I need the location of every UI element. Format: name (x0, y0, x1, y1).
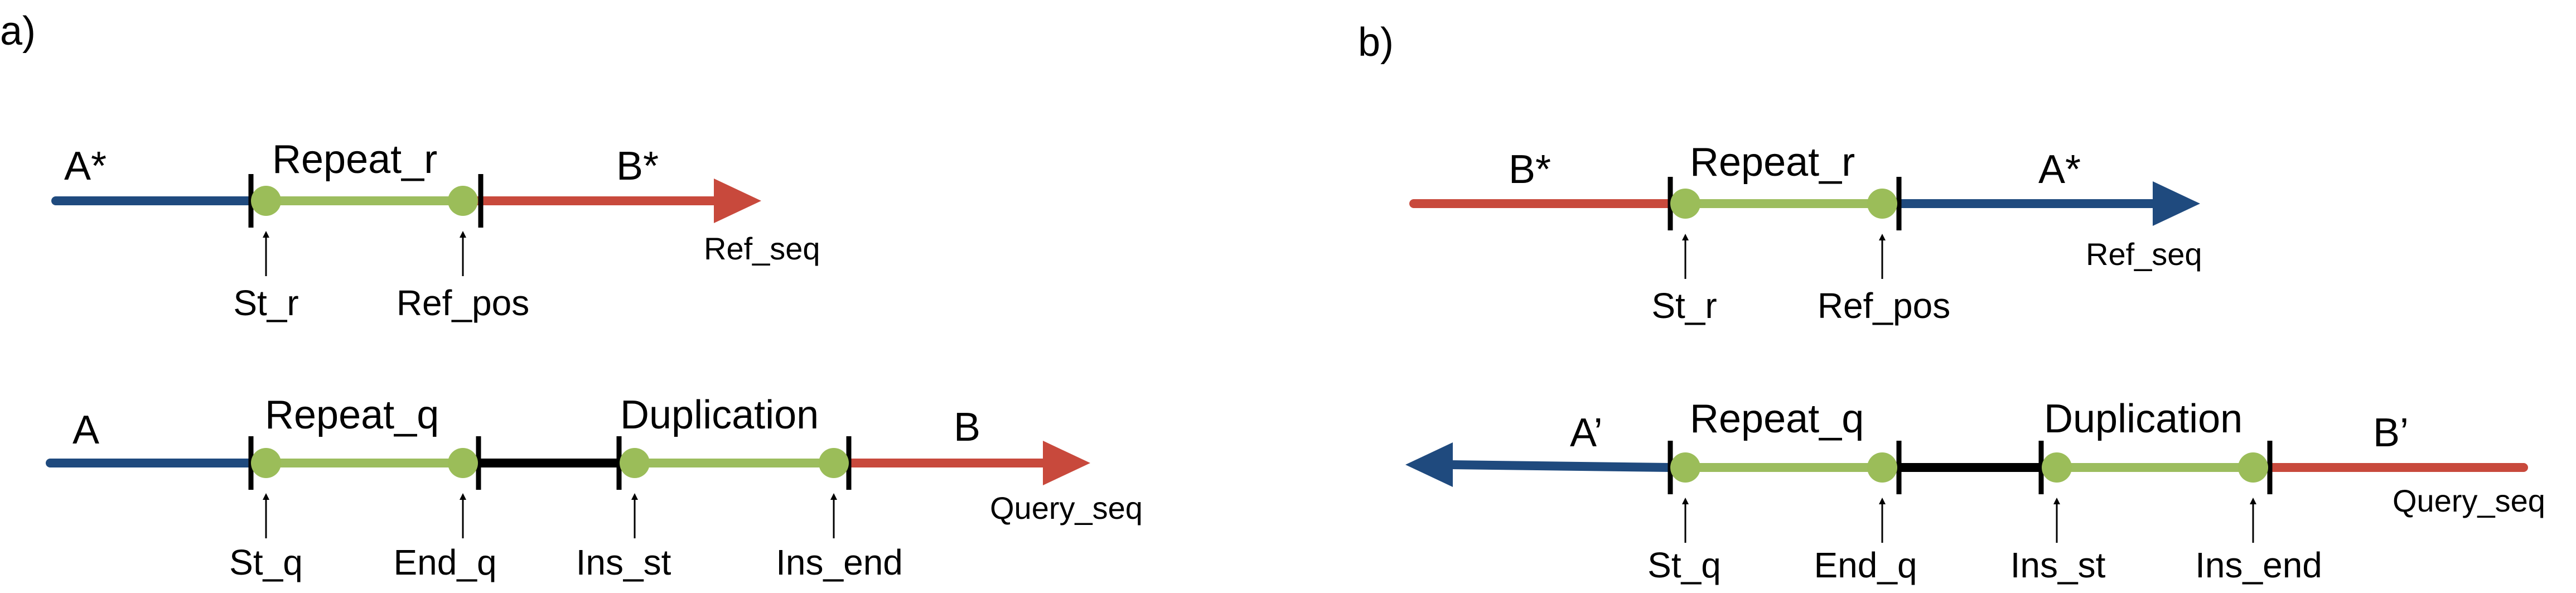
end-q-label: End_q (393, 542, 496, 582)
panel-b-query-seq: A’ Repeat_q Duplication B’ Query_seq St_… (1405, 397, 2545, 585)
ins-end-label: Ins_end (776, 542, 903, 582)
query-right-label: B (954, 405, 980, 450)
query-repeat-end-dot (448, 448, 478, 478)
query-repeat-label: Repeat_q (265, 393, 439, 437)
query-seq-label: Query_seq (2393, 483, 2545, 518)
ref-arrowhead (2153, 181, 2200, 226)
ref-right-label: A* (2038, 147, 2081, 192)
query-segment-a-prime (1449, 460, 1671, 472)
query-arrowhead (1405, 442, 1453, 487)
panel-b-label: b) (1358, 20, 1394, 65)
ref-repeat-label: Repeat_r (272, 137, 437, 182)
ins-end-label: Ins_end (2195, 545, 2322, 585)
panel-b-ref-seq: B* Repeat_r A* Ref_seq St_r Ref_pos (1409, 140, 2202, 326)
query-seq-label: Query_seq (990, 490, 1143, 525)
panel-b: b) B* Repeat_r A* Ref_seq St_r Ref_pos (1358, 20, 2545, 585)
st-r-label: St_r (233, 283, 298, 323)
st-q-label: St_q (1647, 545, 1721, 585)
query-dup-start-dot (2042, 452, 2072, 483)
query-repeat-start-dot (1670, 452, 1700, 483)
ref-seq-label: Ref_seq (704, 231, 820, 266)
ref-right-label: B* (616, 144, 659, 189)
query-left-label: A (73, 408, 99, 452)
ref-repeat-end-dot (448, 186, 478, 216)
query-dup-end-dot (2238, 452, 2268, 483)
ref-repeat-label: Repeat_r (1690, 140, 1855, 185)
ref-repeat-start-dot (251, 186, 281, 216)
panel-a-label: a) (0, 9, 36, 54)
query-duplication-label: Duplication (2044, 397, 2242, 441)
query-right-label: B’ (2373, 411, 2409, 455)
query-dup-end-dot (819, 448, 849, 478)
query-duplication-label: Duplication (620, 393, 819, 437)
ref-seq-label: Ref_seq (2086, 237, 2202, 272)
panel-a-ref-seq: A* Repeat_r B* Ref_seq St_r Ref_pos (51, 137, 820, 323)
ref-repeat-start-dot (1670, 189, 1700, 219)
ref-arrowhead (714, 179, 761, 223)
ref-pos-label: Ref_pos (397, 283, 529, 323)
query-repeat-label: Repeat_q (1690, 397, 1864, 441)
query-dup-start-dot (620, 448, 650, 478)
ref-left-label: B* (1509, 147, 1551, 192)
st-r-label: St_r (1651, 286, 1717, 326)
ref-left-label: A* (64, 144, 107, 189)
ins-st-label: Ins_st (576, 542, 671, 582)
st-q-label: St_q (229, 542, 303, 582)
query-left-label: A’ (1570, 411, 1603, 455)
ref-repeat-end-dot (1867, 189, 1897, 219)
query-arrowhead (1043, 441, 1090, 485)
panel-a: a) A* Repeat_r B* Ref_seq St_r Ref_pos (0, 9, 1143, 582)
ref-pos-label: Ref_pos (1818, 286, 1950, 326)
panel-a-query-seq: A Repeat_q Duplication B Query_seq St_q … (46, 393, 1143, 582)
query-repeat-end-dot (1867, 452, 1897, 483)
ins-st-label: Ins_st (2010, 545, 2106, 585)
end-q-label: End_q (1814, 545, 1917, 585)
query-repeat-start-dot (251, 448, 281, 478)
